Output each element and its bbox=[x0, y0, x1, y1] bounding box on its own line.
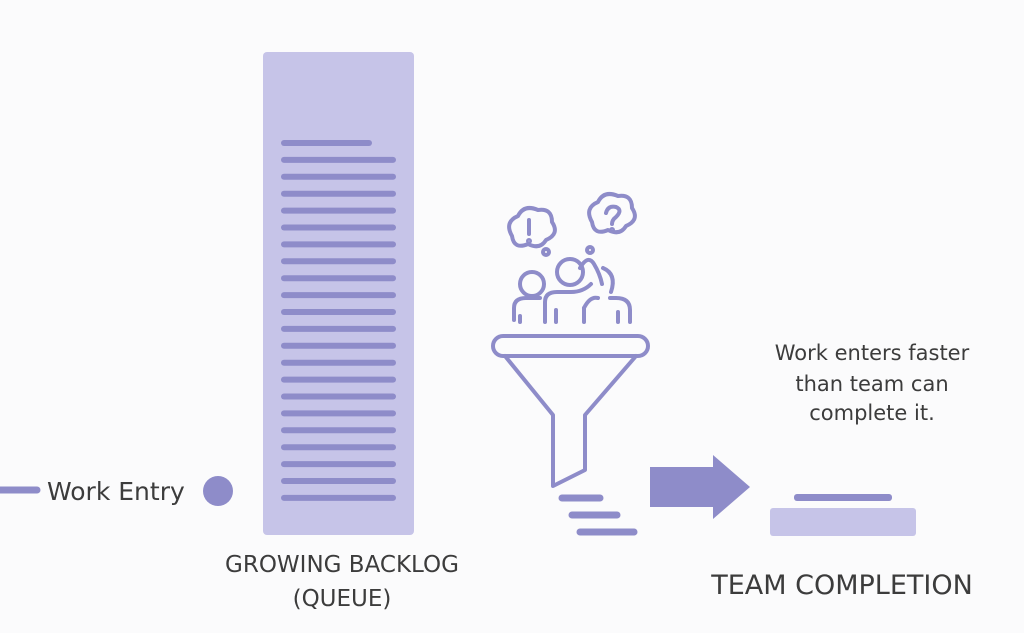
work-entry-label: Work Entry bbox=[47, 477, 185, 506]
backlog-item bbox=[281, 444, 396, 451]
backlog-item bbox=[281, 309, 396, 315]
backlog-item bbox=[281, 292, 396, 299]
callout-line-1: Work enters faster bbox=[775, 341, 970, 365]
backlog-item bbox=[281, 393, 396, 400]
backlog-item bbox=[281, 224, 396, 231]
backlog-item bbox=[281, 359, 396, 366]
backlog-item bbox=[281, 173, 396, 180]
backlog-item bbox=[281, 258, 396, 265]
backlog-item bbox=[281, 376, 396, 383]
team-completion-title: TEAM COMPLETION bbox=[710, 570, 973, 601]
backlog-item bbox=[281, 207, 396, 214]
thought-bubble-question-icon bbox=[587, 192, 637, 235]
backlog-item bbox=[281, 427, 396, 434]
backlog-item bbox=[281, 494, 396, 501]
backlog-item bbox=[281, 140, 372, 146]
backlog-subtitle: (QUEUE) bbox=[293, 586, 392, 612]
callout-line-2: than team can bbox=[795, 372, 948, 396]
arrow-right-icon bbox=[650, 455, 750, 519]
completion-base bbox=[770, 508, 916, 536]
backlog-item bbox=[281, 275, 396, 282]
funnel-icon bbox=[491, 334, 650, 488]
backlog-title: GROWING BACKLOG bbox=[225, 552, 459, 578]
backlog-item bbox=[281, 190, 396, 197]
backlog-item bbox=[281, 410, 396, 417]
backlog-item bbox=[281, 156, 396, 163]
thought-bubble-exclaim-icon bbox=[507, 206, 557, 249]
completed-item bbox=[794, 494, 892, 501]
backlog-items bbox=[281, 140, 396, 501]
funnel-output-items bbox=[558, 494, 638, 536]
confused-team-icon bbox=[507, 192, 637, 324]
backlog-item bbox=[281, 241, 396, 248]
backlog-item bbox=[281, 325, 396, 332]
backlog-item bbox=[281, 478, 396, 484]
callout-line-3: complete it. bbox=[809, 401, 935, 425]
backlog-item bbox=[281, 342, 396, 349]
entry-dot bbox=[203, 476, 233, 506]
backlog-item bbox=[281, 461, 396, 468]
